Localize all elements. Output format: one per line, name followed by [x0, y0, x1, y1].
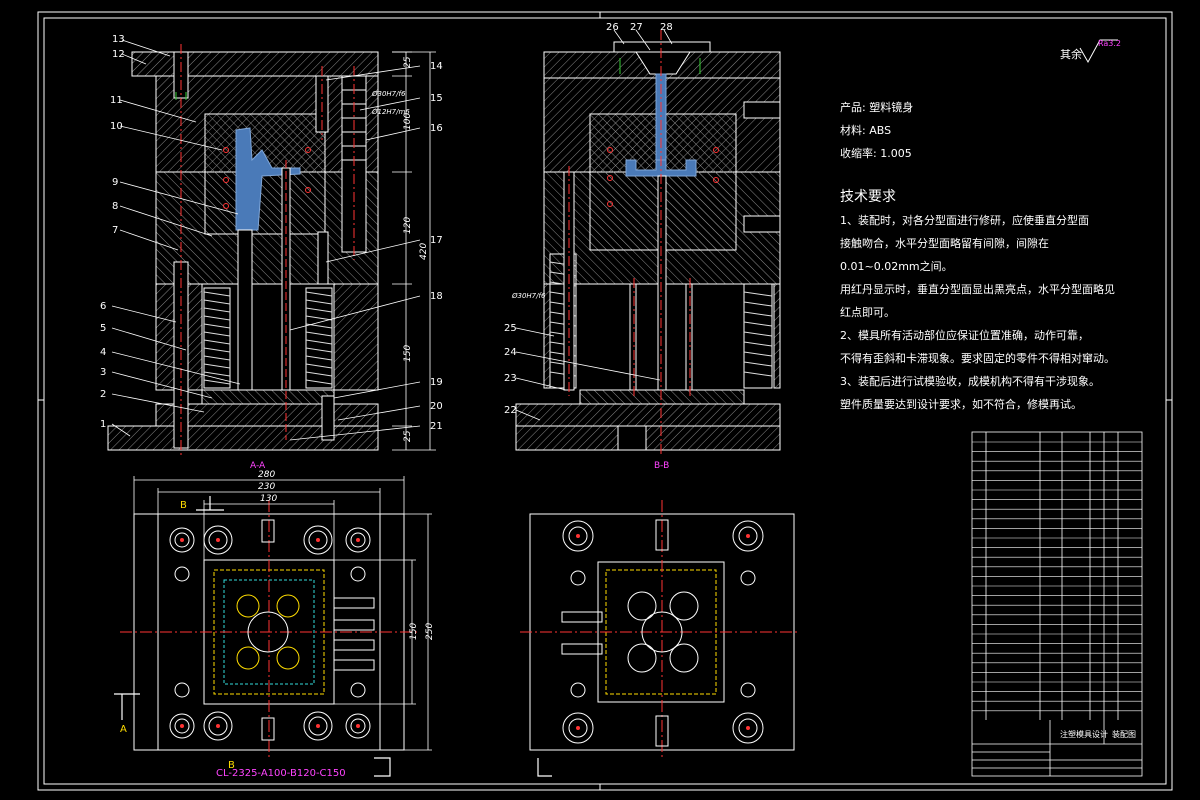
section-aa-view — [107, 39, 436, 456]
tech-req-line: 1、装配时，对各分型面进行修研，应使垂直分型面 — [840, 214, 1089, 227]
part-no-27: 27 — [630, 22, 643, 33]
part-no-18: 18 — [430, 291, 443, 302]
dim-420: 420 — [419, 243, 429, 260]
section-bb-title: B-B — [654, 461, 669, 471]
title-block-mid: 注塑模具设计 — [1060, 729, 1108, 739]
part-no-26: 26 — [606, 22, 619, 33]
part-no-19: 19 — [430, 377, 443, 388]
dim-250-plan: 250 — [425, 623, 435, 640]
mold-code: CL-2325-A100-B120-C150 — [216, 768, 346, 779]
part-no-21: 21 — [430, 421, 443, 432]
tech-req-line: 红点即可。 — [840, 306, 895, 319]
part-no-17: 17 — [430, 235, 443, 246]
part-no-2: 2 — [100, 389, 106, 400]
section-aa-title: A-A — [250, 461, 266, 471]
bom-rows — [972, 441, 1142, 712]
technical-requirements: 技术要求 1、装配时，对各分型面进行修研，应使垂直分型面 接触吻合，水平分型面略… — [840, 186, 1140, 416]
tech-req-line: 0.01~0.02mm之间。 — [840, 260, 953, 273]
part-no-5: 5 — [100, 323, 106, 334]
dim-280: 280 — [258, 470, 275, 480]
fit-1: Ø30H7/f6 — [371, 90, 406, 98]
product-info: 产品: 塑料镜身 材料: ABS 收缩率: 1.005 — [840, 96, 913, 165]
part-no-25: 25 — [504, 323, 517, 334]
dim-230: 230 — [258, 482, 275, 492]
section-mark-a: A — [120, 724, 127, 735]
part-no-12: 12 — [112, 49, 125, 60]
product-shrinkage: 收缩率: 1.005 — [840, 147, 912, 160]
fit-3: Ø30H7/f6 — [511, 292, 546, 300]
part-no-10: 10 — [110, 121, 123, 132]
section-bb-view — [515, 29, 781, 456]
tech-req-line: 塑件质量要达到设计要求，如不符合，修模再试。 — [840, 398, 1082, 411]
roughness-value: Ra3.2 — [1098, 39, 1121, 48]
product-name: 产品: 塑料镜身 — [840, 101, 914, 114]
tech-req-line: 用红丹显示时，垂直分型面显出黑亮点，水平分型面略见 — [840, 283, 1115, 296]
title-block-right: 装配图 — [1112, 729, 1136, 739]
title-block — [972, 720, 1142, 776]
part-no-3: 3 — [100, 367, 106, 378]
plan-view-moving-half — [114, 476, 432, 777]
tech-req-line: 不得有歪斜和卡滞现象。要求固定的零件不得相对窜动。 — [840, 352, 1115, 365]
part-no-22: 22 — [504, 405, 517, 416]
section-mark-b-top: B — [180, 500, 187, 511]
dim-25-bottom: 25 — [403, 430, 413, 442]
dim-100: 100 — [403, 113, 413, 130]
part-no-28: 28 — [660, 22, 673, 33]
drawing-frame — [37, 11, 1173, 791]
roughness-symbol — [1079, 39, 1118, 64]
text-labels: 13 12 11 10 9 8 7 6 5 4 3 2 1 14 15 16 1… — [100, 22, 1136, 779]
part-no-1: 1 — [100, 419, 106, 430]
dim-25-top: 25 — [403, 56, 413, 68]
tech-req-line: 2、模具所有活动部位应保证位置准确，动作可靠， — [840, 329, 1089, 342]
dim-120: 120 — [403, 217, 413, 234]
part-no-16: 16 — [430, 123, 443, 134]
part-no-9: 9 — [112, 177, 118, 188]
dim-150: 150 — [403, 345, 413, 362]
tech-req-line: 接触吻合，水平分型面略留有间隙，间隙在 — [840, 237, 1049, 250]
roughness-label: 其余 — [1060, 47, 1082, 61]
part-no-6: 6 — [100, 301, 106, 312]
part-no-14: 14 — [430, 61, 443, 72]
bom-table — [971, 431, 1143, 777]
section-mark-b-bottom: B — [228, 760, 235, 771]
tech-req-line: 3、装配后进行试模验收，成模机构不得有干涉现象。 — [840, 375, 1100, 388]
part-no-8: 8 — [112, 201, 118, 212]
part-no-4: 4 — [100, 347, 106, 358]
part-no-13: 13 — [112, 34, 125, 45]
part-no-24: 24 — [504, 347, 517, 358]
product-material: 材料: ABS — [840, 124, 892, 137]
dim-150-plan: 150 — [409, 623, 419, 640]
part-no-7: 7 — [112, 225, 118, 236]
part-no-23: 23 — [504, 373, 517, 384]
part-no-20: 20 — [430, 401, 443, 412]
fit-2: Ø12H7/m6 — [371, 108, 410, 116]
plan-view-fixed-half — [520, 500, 800, 777]
dim-130: 130 — [260, 494, 277, 504]
tech-req-title: 技术要求 — [840, 189, 896, 205]
part-no-11: 11 — [110, 95, 123, 106]
part-no-15: 15 — [430, 93, 443, 104]
